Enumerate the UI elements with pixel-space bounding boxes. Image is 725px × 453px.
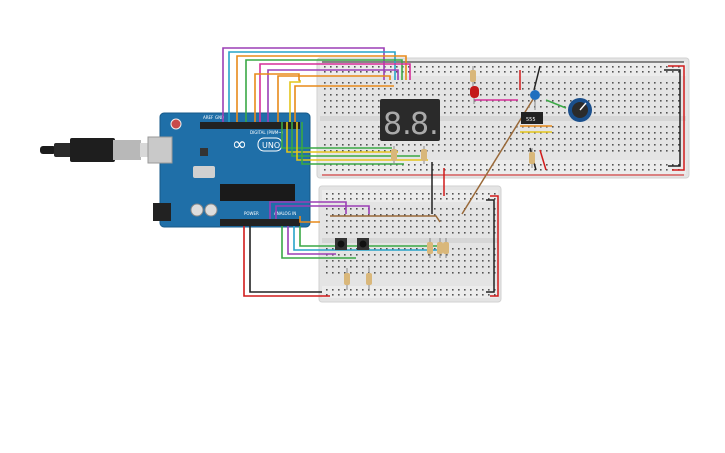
wire-green-1[interactable] [245,59,403,122]
wire-red-6[interactable] [539,149,547,171]
pushbutton-1[interactable] [335,238,347,250]
wires-digital[interactable] [222,47,411,122]
ic-label: 555 [526,117,536,123]
resistor-bottom-3[interactable] [443,238,449,258]
resistor-bottom-2[interactable] [437,238,443,258]
wire-purple-5[interactable] [287,226,336,255]
resistor-bottom-1[interactable] [427,238,433,258]
wire-cyan-2[interactable] [293,226,444,251]
wire-red-1[interactable] [243,226,330,297]
wire-magenta-1[interactable] [259,63,411,122]
resistor-bottom-5[interactable] [366,268,372,290]
resistor-top-1[interactable] [470,66,476,86]
wire-red-3[interactable] [490,195,499,297]
wire-orange-5[interactable] [299,216,320,223]
resistor-top-2[interactable] [391,146,397,164]
breadboard-bottom [318,185,502,303]
wire-green-2[interactable] [281,122,392,149]
resistors[interactable] [344,66,535,290]
wire-green-7[interactable] [545,99,567,109]
potentiometer[interactable] [568,98,592,122]
wire-orange-4[interactable] [254,73,300,122]
red-led[interactable] [470,86,479,104]
usb-cable[interactable] [40,138,162,162]
wire-black-4[interactable] [664,69,681,167]
wire-black-5[interactable] [533,65,541,91]
wire-orange-2[interactable] [277,75,391,122]
wire-black-3[interactable] [486,199,495,293]
arduino-uno-board[interactable]: ∞ UNO DIGITAL (PWM~) POWER ANALOG IN ARE… [147,112,311,228]
arduino-gnd-label: GND [215,115,224,120]
arduino-logo: ∞ [232,134,247,155]
digit-1: 8. [383,107,412,142]
wire-purple-2[interactable] [267,69,399,122]
wire-orange-1[interactable] [236,55,407,122]
wire-green-3[interactable] [291,122,420,157]
ceramic-capacitor[interactable] [530,90,540,110]
wires-display[interactable] [281,122,428,165]
wire-red-4[interactable] [668,65,685,171]
arduino-logo-icon: ∞ [232,134,247,155]
wire-black-1[interactable] [249,226,322,293]
wire-purple-3[interactable] [269,201,347,219]
wire-yellow-1[interactable] [289,80,301,122]
wire-purple-4[interactable] [275,205,370,219]
wire-green-4[interactable] [301,122,404,165]
resistor-bottom-4[interactable] [344,268,350,290]
arduino-model-label: UNO [262,141,280,150]
wire-orange-3[interactable] [294,85,394,122]
wire-brown-2[interactable] [330,215,441,223]
wire-green-6[interactable] [299,226,440,247]
arduino-digital-label: DIGITAL (PWM~) [250,130,284,135]
wire-yellow-3[interactable] [296,122,428,161]
arduino-analog-label: ANALOG IN [274,211,296,216]
wire-green-5[interactable] [281,226,356,259]
ic-555-timer[interactable]: 555 [521,112,543,124]
wire-cyan-1[interactable] [228,51,396,122]
resistor-top-4[interactable] [529,148,535,168]
wire-yellow-2[interactable] [286,122,398,153]
arduino-aref-label: AREF [203,115,214,120]
digit-2: 8. [410,107,439,142]
seven-segment-display[interactable]: 8. 8. [380,99,440,142]
resistor-top-3[interactable] [421,146,427,164]
pushbutton-2[interactable] [357,238,369,250]
arduino-power-label: POWER [244,211,259,216]
wires-analog[interactable] [243,201,444,297]
